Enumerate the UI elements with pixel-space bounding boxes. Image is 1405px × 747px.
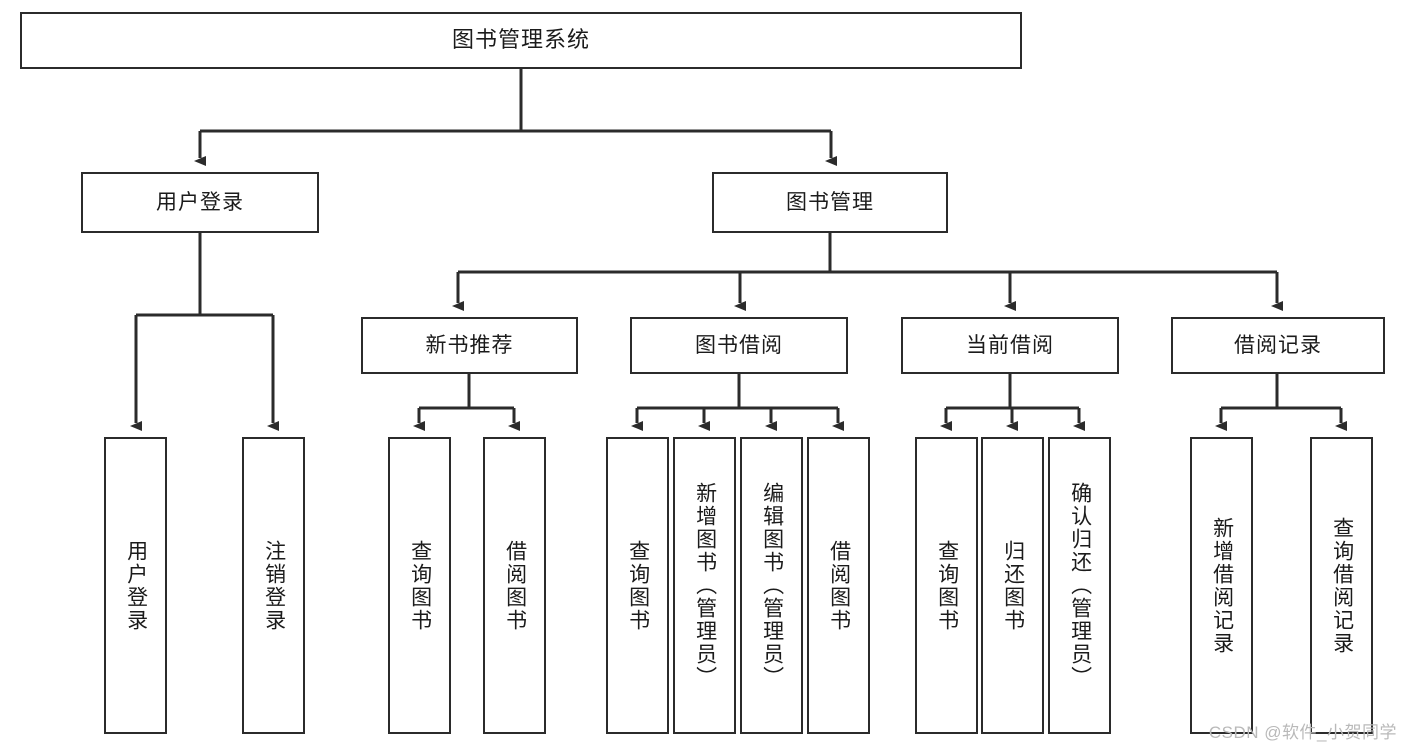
node-label: 编辑图书（管理员） (760, 482, 784, 689)
node-label: 用户登录 (156, 190, 244, 214)
node-label: 注销登录 (262, 539, 286, 632)
node-label: 确认归还（管理员） (1068, 482, 1092, 689)
leaf-add-book-admin[interactable]: 新增图书（管理员） (673, 437, 736, 734)
node-label: 查询图书 (626, 539, 650, 632)
node-label: 新增图书（管理员） (693, 482, 717, 689)
leaf-borrow-book-recommend[interactable]: 借阅图书 (483, 437, 546, 734)
node-label: 借阅图书 (503, 539, 527, 632)
node-label: 图书管理 (786, 190, 874, 214)
leaf-user-login[interactable]: 用户登录 (104, 437, 167, 734)
leaf-logout[interactable]: 注销登录 (242, 437, 305, 734)
node-label: 归还图书 (1001, 539, 1025, 632)
node-label: 用户登录 (124, 539, 148, 632)
leaf-query-book-recommend[interactable]: 查询图书 (388, 437, 451, 734)
leaf-query-book-current[interactable]: 查询图书 (915, 437, 978, 734)
node-label: 借阅记录 (1234, 333, 1322, 357)
leaf-query-book-borrow[interactable]: 查询图书 (606, 437, 669, 734)
node-label: 查询借阅记录 (1330, 516, 1354, 655)
node-label: 图书管理系统 (451, 27, 590, 53)
watermark: CSDN @软件_小贺同学 (1208, 723, 1397, 742)
node-label: 图书借阅 (695, 333, 783, 357)
leaf-borrow-book[interactable]: 借阅图书 (807, 437, 870, 734)
node-book-management[interactable]: 图书管理 (712, 172, 948, 233)
node-label: 查询图书 (935, 539, 959, 632)
node-current-borrow[interactable]: 当前借阅 (901, 317, 1119, 374)
leaf-add-borrow-record[interactable]: 新增借阅记录 (1190, 437, 1253, 734)
node-label: 当前借阅 (966, 333, 1054, 357)
node-borrow-record[interactable]: 借阅记录 (1171, 317, 1385, 374)
node-user-login[interactable]: 用户登录 (81, 172, 319, 233)
node-label: 新增借阅记录 (1210, 516, 1234, 655)
node-root[interactable]: 图书管理系统 (20, 12, 1022, 69)
node-new-book-recommend[interactable]: 新书推荐 (361, 317, 578, 374)
leaf-return-book[interactable]: 归还图书 (981, 437, 1044, 734)
leaf-confirm-return-admin[interactable]: 确认归还（管理员） (1048, 437, 1111, 734)
leaf-edit-book-admin[interactable]: 编辑图书（管理员） (740, 437, 803, 734)
node-book-borrow[interactable]: 图书借阅 (630, 317, 848, 374)
leaf-query-borrow-record[interactable]: 查询借阅记录 (1310, 437, 1373, 734)
node-label: 新书推荐 (425, 333, 514, 357)
node-label: 查询图书 (408, 539, 432, 632)
node-label: 借阅图书 (827, 539, 851, 632)
